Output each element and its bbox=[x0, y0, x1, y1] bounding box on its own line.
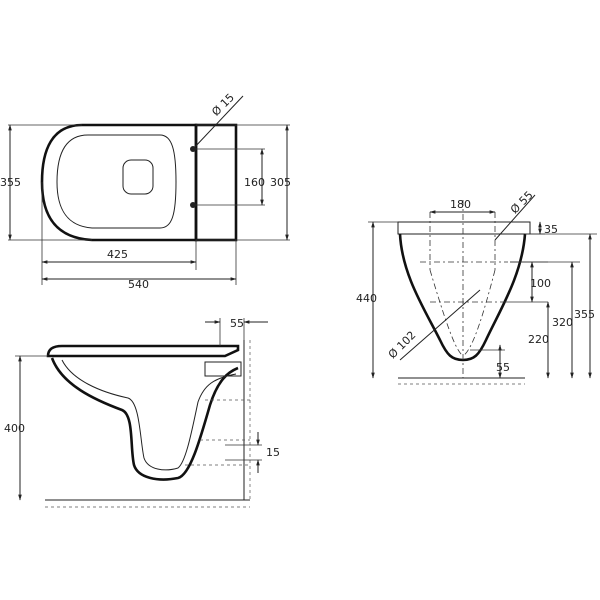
side-view-trap bbox=[61, 359, 237, 471]
front-view-dim-320: 320 bbox=[552, 316, 573, 329]
front-view-dim-220: 220 bbox=[528, 333, 549, 346]
front-view-dim-180: 180 bbox=[450, 198, 471, 211]
front-view-dim-dia-102: Ø 102 bbox=[386, 329, 419, 362]
top-view-dim-dia-15: Ø 15 bbox=[209, 91, 237, 119]
top-view-dim-305: 305 bbox=[270, 176, 291, 189]
side-view-inlet bbox=[204, 361, 242, 377]
top-view-rear-block bbox=[194, 123, 238, 242]
front-view-dim-440: 440 bbox=[356, 292, 377, 305]
top-view: 425 540 355 160 305 Ø 15 bbox=[0, 91, 291, 291]
side-view: 55 400 15 bbox=[4, 317, 280, 508]
front-view-body bbox=[398, 233, 527, 362]
top-view-bolt-hole-bottom bbox=[190, 202, 196, 208]
side-view-dim-15: 15 bbox=[266, 446, 280, 459]
top-view-bowl-outline bbox=[40, 123, 198, 242]
side-view-dim-400: 400 bbox=[4, 422, 25, 435]
front-view-dim-dia-55: Ø 55 bbox=[508, 189, 536, 217]
top-view-outlet bbox=[122, 159, 154, 195]
front-view-dim-55: 55 bbox=[496, 361, 510, 374]
front-view-dim-355: 355 bbox=[574, 308, 595, 321]
front-view-inner-trap bbox=[429, 269, 496, 357]
side-view-rim bbox=[46, 344, 240, 358]
front-view-dim-100: 100 bbox=[530, 277, 551, 290]
top-view-dim-425: 425 bbox=[107, 248, 128, 261]
side-view-dim-55: 55 bbox=[230, 317, 244, 330]
front-view: 180 Ø 55 35 440 100 320 355 220 55 Ø 10 bbox=[356, 189, 597, 385]
top-view-dim-355: 355 bbox=[0, 176, 21, 189]
top-view-dim-160: 160 bbox=[244, 176, 265, 189]
top-view-inner-rim bbox=[56, 134, 177, 229]
front-view-top-plate bbox=[397, 221, 531, 235]
side-view-bowl bbox=[50, 357, 239, 481]
front-view-dim-35: 35 bbox=[544, 223, 558, 236]
top-view-dim-540: 540 bbox=[128, 278, 149, 291]
